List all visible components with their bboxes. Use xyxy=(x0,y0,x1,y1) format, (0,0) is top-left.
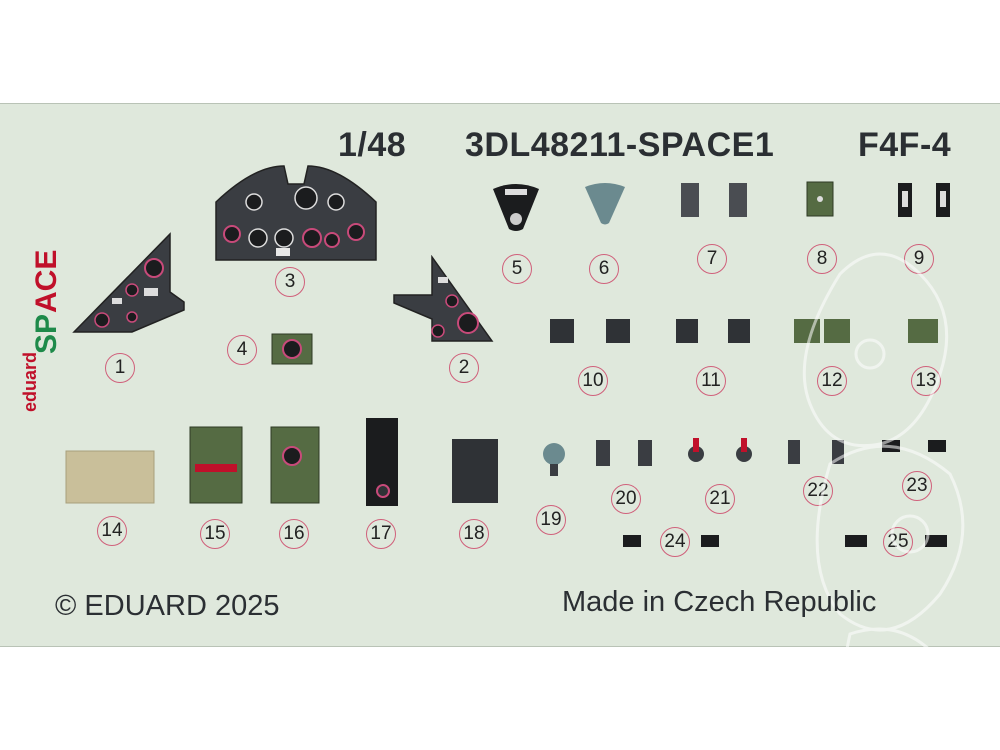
part-number-6: 6 xyxy=(589,254,619,284)
part-number-2: 2 xyxy=(449,353,479,383)
part-number-4: 4 xyxy=(227,335,257,365)
part-13-plate xyxy=(908,319,938,343)
watermark-icon xyxy=(802,252,965,736)
part-number-1: 1 xyxy=(105,353,135,383)
part-22-switches xyxy=(788,440,844,464)
part-24-plate-b xyxy=(701,535,719,547)
part-11-boxes xyxy=(676,319,750,343)
part-number-12: 12 xyxy=(817,366,847,396)
part-7-plates xyxy=(681,183,747,217)
part-number-18: 18 xyxy=(459,519,489,549)
part-6-cover xyxy=(585,183,625,225)
svg-text:ACE: ACE xyxy=(30,250,62,313)
part-number-16: 16 xyxy=(279,519,309,549)
part-number-7: 7 xyxy=(697,244,727,274)
part-8-plate xyxy=(806,181,834,217)
part-5-gauge-mount xyxy=(493,184,539,231)
part-25-plate-b xyxy=(925,535,947,547)
part-20-levers xyxy=(596,440,652,466)
part-number-5: 5 xyxy=(502,254,532,284)
svg-text:SP: SP xyxy=(30,314,62,354)
part-18-panel xyxy=(452,439,498,503)
part-1-left-console xyxy=(72,232,185,333)
part-21-handles xyxy=(688,438,752,462)
part-number-11: 11 xyxy=(696,366,726,396)
part-number-14: 14 xyxy=(97,516,127,546)
part-number-21: 21 xyxy=(705,484,735,514)
part-24-plate-a xyxy=(623,535,641,547)
part-16-panel xyxy=(270,426,320,504)
part-number-19: 19 xyxy=(536,505,566,535)
part-4-panel xyxy=(271,333,313,365)
part-17-panel xyxy=(366,418,398,506)
part-number-13: 13 xyxy=(911,366,941,396)
eduard-space-logo: eduard SP ACE xyxy=(20,250,62,412)
part-9-strips xyxy=(898,183,950,217)
scale-label: 1/48 xyxy=(338,126,407,164)
part-10-boxes xyxy=(550,319,630,343)
part-number-3: 3 xyxy=(275,267,305,297)
aircraft-type: F4F-4 xyxy=(858,126,952,164)
part-15-panel xyxy=(189,426,243,504)
part-number-8: 8 xyxy=(807,244,837,274)
part-3-instrument-panel xyxy=(215,165,377,261)
copyright-text: © EDUARD 2025 xyxy=(55,590,280,622)
part-number-17: 17 xyxy=(366,519,396,549)
part-number-20: 20 xyxy=(611,484,641,514)
decal-sheet: 1/48 3DL48211-SPACE1 F4F-4 eduard SP ACE… xyxy=(0,103,1000,736)
part-number-10: 10 xyxy=(578,366,608,396)
product-code: 3DL48211-SPACE1 xyxy=(465,126,775,164)
part-number-24: 24 xyxy=(660,527,690,557)
part-2-right-console xyxy=(393,255,494,342)
part-14-seat-back xyxy=(65,450,155,504)
origin-text: Made in Czech Republic xyxy=(562,586,877,618)
svg-text:eduard: eduard xyxy=(20,352,40,412)
part-number-23: 23 xyxy=(902,471,932,501)
part-25-plate-a xyxy=(845,535,867,547)
part-19-gauge xyxy=(543,443,565,476)
part-number-15: 15 xyxy=(200,519,230,549)
